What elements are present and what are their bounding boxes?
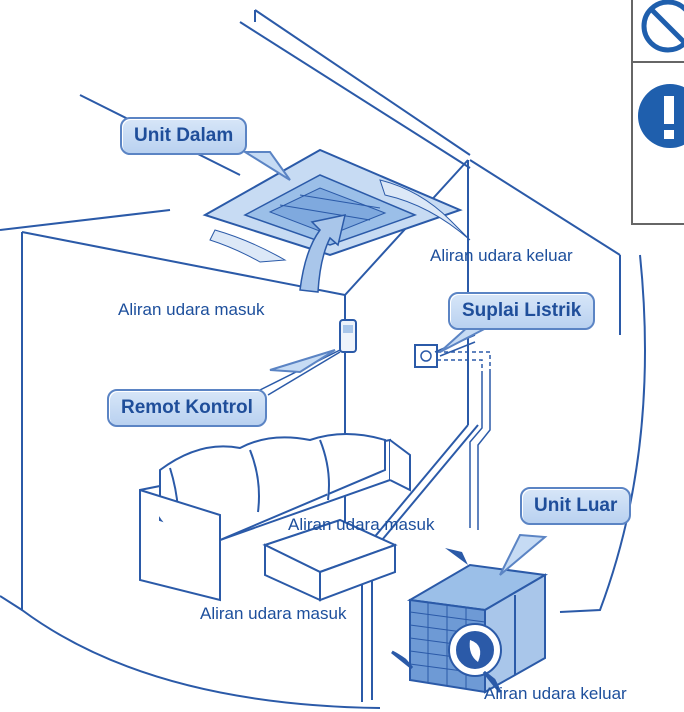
airflow-label-ceiling-out: Aliran udara keluar: [430, 246, 573, 265]
indoor-callout-tail: [241, 151, 291, 181]
refrigerant-pipe: [469, 372, 491, 530]
airflow-label-outdoor-in-side: Aliran udara masuk: [200, 604, 347, 623]
airflow-label-outdoor-in-top: Aliran udara masuk: [288, 515, 435, 534]
indoor-unit-cassette: [202, 148, 471, 263]
ceiling-intake-arrow: [299, 214, 346, 293]
legend-box: [631, 0, 684, 225]
airflow-label-outdoor-out: Aliran udara keluar: [484, 684, 627, 703]
remote-control-callout: Remot Kontrol: [107, 389, 267, 427]
power-supply-callout: Suplai Listrik: [448, 292, 596, 330]
outdoor-intake-side-arrow: [391, 650, 414, 670]
room-outline: [0, 9, 646, 709]
outdoor-unit: [406, 563, 549, 694]
outdoor-exhaust-arrow: [482, 670, 502, 693]
outdoor-intake-top-arrow: [445, 548, 468, 565]
indoor-unit-callout: Unit Dalam: [120, 117, 248, 155]
ottoman: [262, 518, 398, 602]
sofa: [139, 433, 411, 602]
airflow-label-ceiling-in: Aliran udara masuk: [118, 300, 265, 319]
mandatory-icon: [638, 84, 684, 148]
outdoor-callout-tail: [499, 533, 548, 576]
remote-callout-tail: [269, 349, 336, 374]
prohibited-icon: [641, 0, 684, 53]
outdoor-unit-callout: Unit Luar: [520, 487, 632, 525]
